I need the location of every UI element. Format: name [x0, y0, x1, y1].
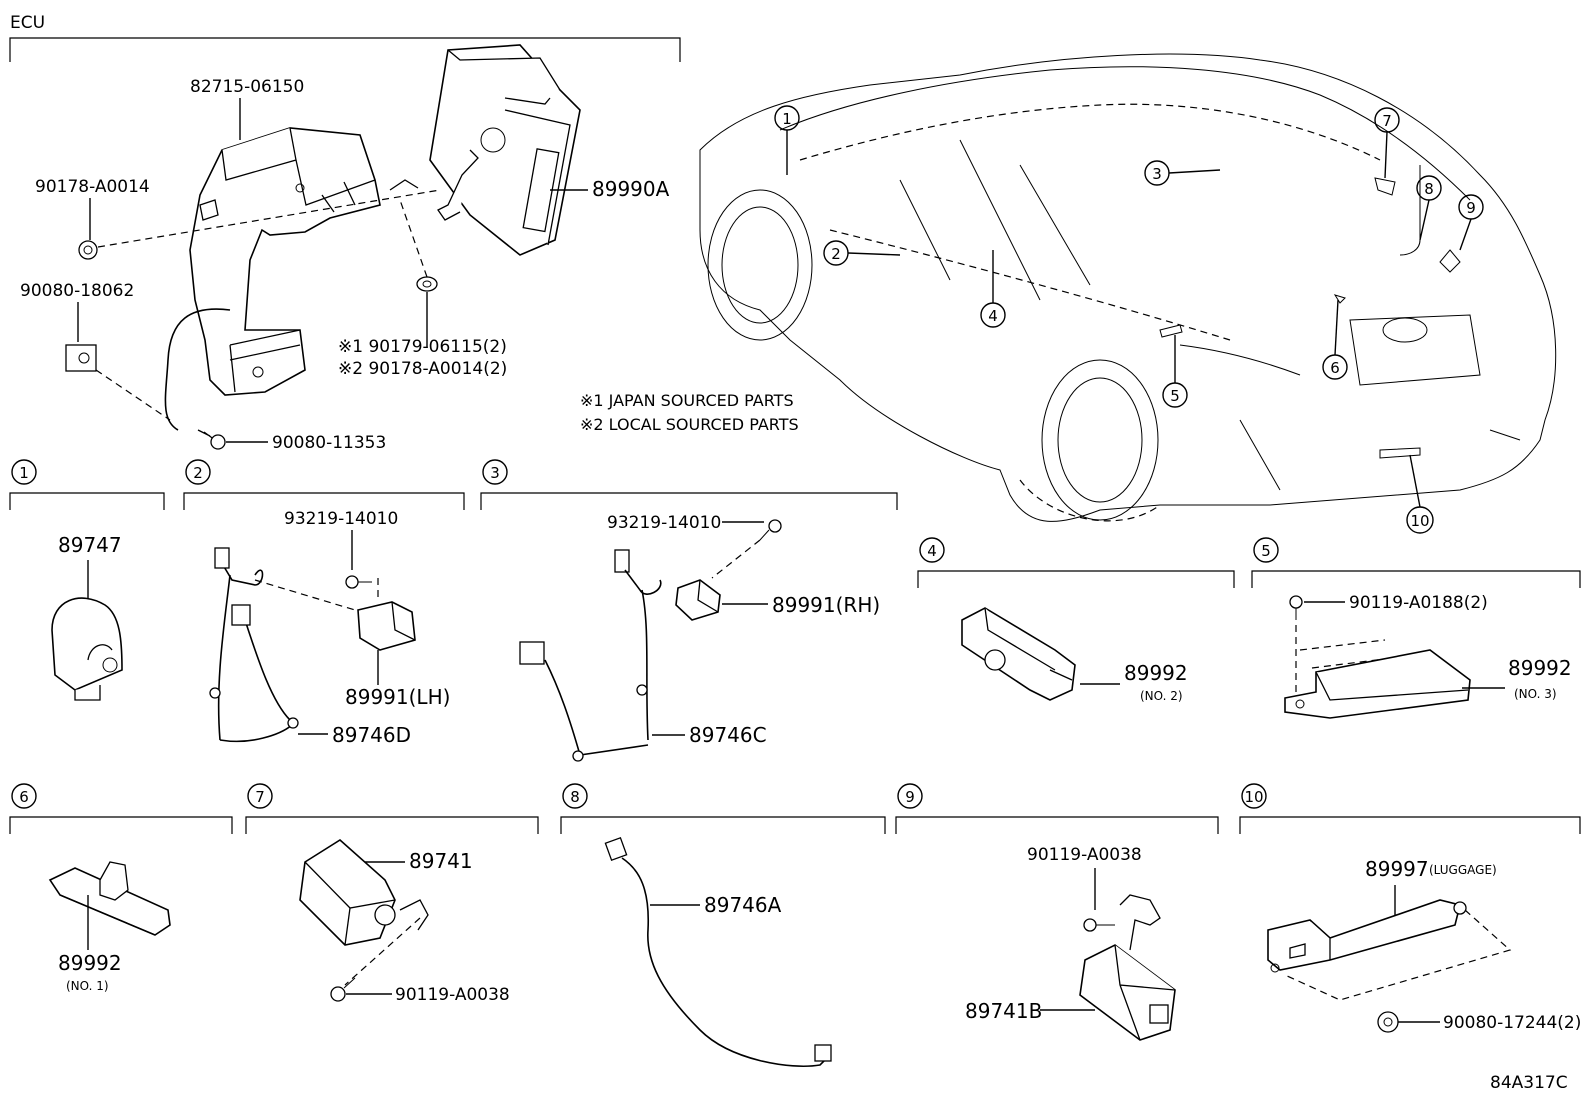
- ecu-module-drawing: [429, 44, 581, 256]
- section-6-part-number: 89992: [58, 951, 122, 975]
- callout-4: 4: [988, 307, 998, 325]
- section-2-number: 2: [193, 464, 203, 482]
- section-1-number: 1: [19, 464, 29, 482]
- car-callouts: 1 2 3 4 5 6 7 8 9 10: [774, 105, 1484, 534]
- legend-local: ※2 LOCAL SOURCED PARTS: [580, 415, 799, 434]
- antenna-89992-no2-drawing: [961, 607, 1076, 701]
- section-6-sub-label: (NO. 1): [66, 979, 109, 993]
- section-5-part-number: 89992: [1508, 656, 1572, 680]
- callout-10: 10: [1410, 512, 1429, 530]
- section-4: 4 89992 (NO. 2): [917, 537, 1235, 703]
- section-5-sub-label: (NO. 3): [1514, 687, 1557, 701]
- callout-7: 7: [1382, 112, 1392, 130]
- section-8-part-number: 89746A: [704, 893, 782, 917]
- callout-8: 8: [1424, 180, 1434, 198]
- callout-6: 6: [1330, 359, 1340, 377]
- nut-section-10-drawing: [1377, 1011, 1399, 1033]
- callout-9: 9: [1466, 199, 1476, 217]
- section-2: 2 93219-14010 89991(LH) 89746D: [183, 459, 465, 747]
- section-3-sensor-number: 89991(RH): [772, 593, 880, 617]
- harness-89746c-drawing: [519, 549, 662, 762]
- section-3-bolt-number: 93219-14010: [607, 513, 721, 533]
- ecu-section: ECU 82715-06150 89990A: [9, 13, 799, 453]
- ecu-part-number: 89990A: [592, 177, 670, 201]
- section-2-harness-number: 89746D: [332, 723, 411, 747]
- section-7-bolt-number: 90119-A0038: [395, 985, 510, 1005]
- sensor-89741b-drawing: [1079, 894, 1176, 1041]
- antenna-89992-no1-drawing: [48, 861, 171, 936]
- section-10-nut-number: 90080-17244(2): [1443, 1013, 1581, 1033]
- handle-89997-drawing: [1267, 899, 1467, 973]
- section-9-bolt-number: 90119-A0038: [1027, 845, 1142, 865]
- section-3: 3 93219-14010 89991(RH) 89746C: [480, 459, 898, 762]
- bolt-section-9-drawing: [1083, 918, 1115, 932]
- sensor-89741-drawing: [299, 839, 429, 946]
- section-4-number: 4: [927, 542, 937, 560]
- section-5-number: 5: [1261, 542, 1271, 560]
- vehicle-illustration: [699, 53, 1557, 522]
- fastener-note-2: ※2 90178-A0014(2): [338, 359, 507, 379]
- section-8-number: 8: [570, 788, 580, 806]
- nut-part-number: 90178-A0014: [35, 177, 150, 197]
- fastener-note-1: ※1 90179-06115(2): [338, 337, 507, 357]
- section-7-number: 7: [255, 788, 265, 806]
- section-7-part-number: 89741: [409, 849, 473, 873]
- sensor-89991-rh-drawing: [675, 579, 721, 621]
- bolt-section-7-drawing: [330, 977, 356, 1002]
- bracket-part-number: 82715-06150: [190, 77, 304, 97]
- bolt-drawing: [197, 429, 226, 450]
- section-3-number: 3: [490, 464, 500, 482]
- nut-drawing: [78, 240, 98, 260]
- ecu-section-bracket: [9, 37, 681, 62]
- section-1: 1 89747: [9, 459, 165, 701]
- callout-2: 2: [831, 245, 841, 263]
- section-10: 10 89997 (LUGGAGE) 90080-17244(2): [1239, 783, 1581, 1033]
- section-6: 6 89992 (NO. 1): [9, 783, 233, 993]
- harness-89746a-drawing: [604, 836, 832, 1068]
- legend-japan: ※1 JAPAN SOURCED PARTS: [580, 391, 794, 410]
- sensor-89747-drawing: [51, 597, 123, 701]
- section-8: 8 89746A: [560, 783, 886, 1068]
- section-2-sensor-number: 89991(LH): [345, 685, 450, 709]
- clip-drawing: [65, 344, 97, 372]
- section-10-number: 10: [1244, 788, 1263, 806]
- section-3-harness-number: 89746C: [689, 723, 767, 747]
- section-1-part-a: 89747: [58, 533, 122, 557]
- section-7: 7 89741 90119-A0038: [245, 783, 539, 1005]
- section-10-sub-label: (LUGGAGE): [1429, 863, 1497, 877]
- section-9-number: 9: [905, 788, 915, 806]
- clip-part-number: 90080-18062: [20, 281, 134, 301]
- harness-89746d-drawing: [209, 547, 299, 743]
- bolt-part-number: 90080-11353: [272, 433, 386, 453]
- bolt-section-2-drawing: [345, 575, 372, 589]
- ecu-section-title: ECU: [10, 13, 45, 33]
- section-4-sub-label: (NO. 2): [1140, 689, 1183, 703]
- section-5-bolt-number: 90119-A0188(2): [1349, 593, 1488, 613]
- grommet-drawing: [416, 276, 438, 292]
- callout-3: 3: [1152, 165, 1162, 183]
- section-2-bolt-number: 93219-14010: [284, 509, 398, 529]
- section-6-number: 6: [19, 788, 29, 806]
- callout-1: 1: [782, 110, 792, 128]
- section-4-part-number: 89992: [1124, 661, 1188, 685]
- bolt-section-3-drawing: [759, 519, 782, 541]
- callout-5: 5: [1170, 387, 1180, 405]
- sensor-89991-lh-drawing: [357, 601, 416, 651]
- section-9-part-number: 89741B: [965, 999, 1042, 1023]
- antenna-89992-no3-drawing: [1284, 649, 1471, 719]
- section-10-part-number: 89997: [1365, 857, 1429, 881]
- bolt-section-5-drawing: [1289, 595, 1303, 620]
- section-5: 5 90119-A0188(2) 89992 (NO. 3): [1251, 537, 1581, 719]
- section-9: 9 90119-A0038 89741B: [895, 783, 1219, 1041]
- ecu-bracket-drawing: [164, 127, 419, 431]
- diagram-code: 84A317C: [1490, 1073, 1568, 1093]
